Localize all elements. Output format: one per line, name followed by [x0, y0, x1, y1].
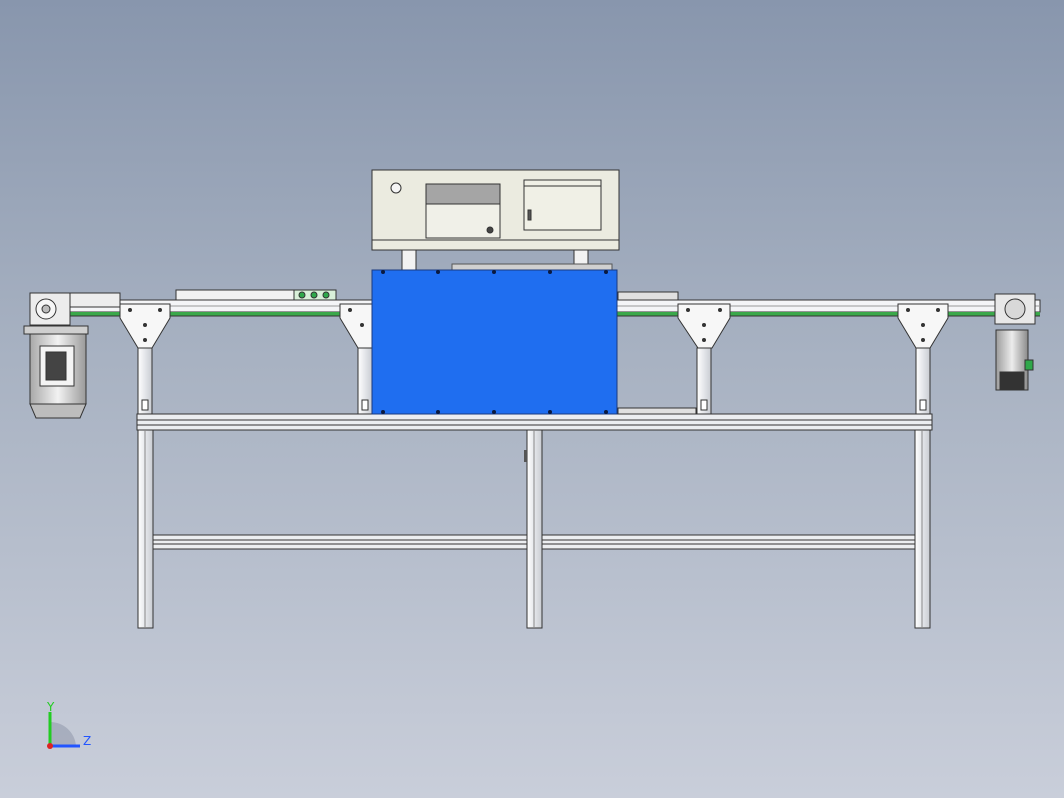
frame-table: [136, 413, 933, 629]
left-gear-motor: [29, 333, 87, 419]
guide-rail: [175, 289, 697, 415]
frame-lower-rail-left: [152, 534, 528, 550]
inspection-cabinet: [371, 169, 620, 271]
support-legs: [119, 303, 949, 415]
left-drive-head: [23, 292, 121, 335]
support-leg-3: [696, 347, 712, 415]
support-leg-1: [137, 347, 153, 415]
y-axis-label: Y: [46, 700, 55, 714]
x-axis-dot: [47, 743, 53, 749]
blue-enclosure: [371, 263, 618, 415]
z-axis-label: Z: [83, 734, 91, 748]
right-servo-motor: [994, 293, 1036, 391]
gusset-plate-2: [339, 303, 373, 349]
power-indicator-icon: [390, 182, 402, 194]
cabinet-door-right: [523, 179, 602, 231]
frame-lower-rail-right: [541, 534, 916, 550]
coordinate-triad: Y Z: [46, 700, 91, 749]
support-leg-4: [915, 347, 931, 415]
